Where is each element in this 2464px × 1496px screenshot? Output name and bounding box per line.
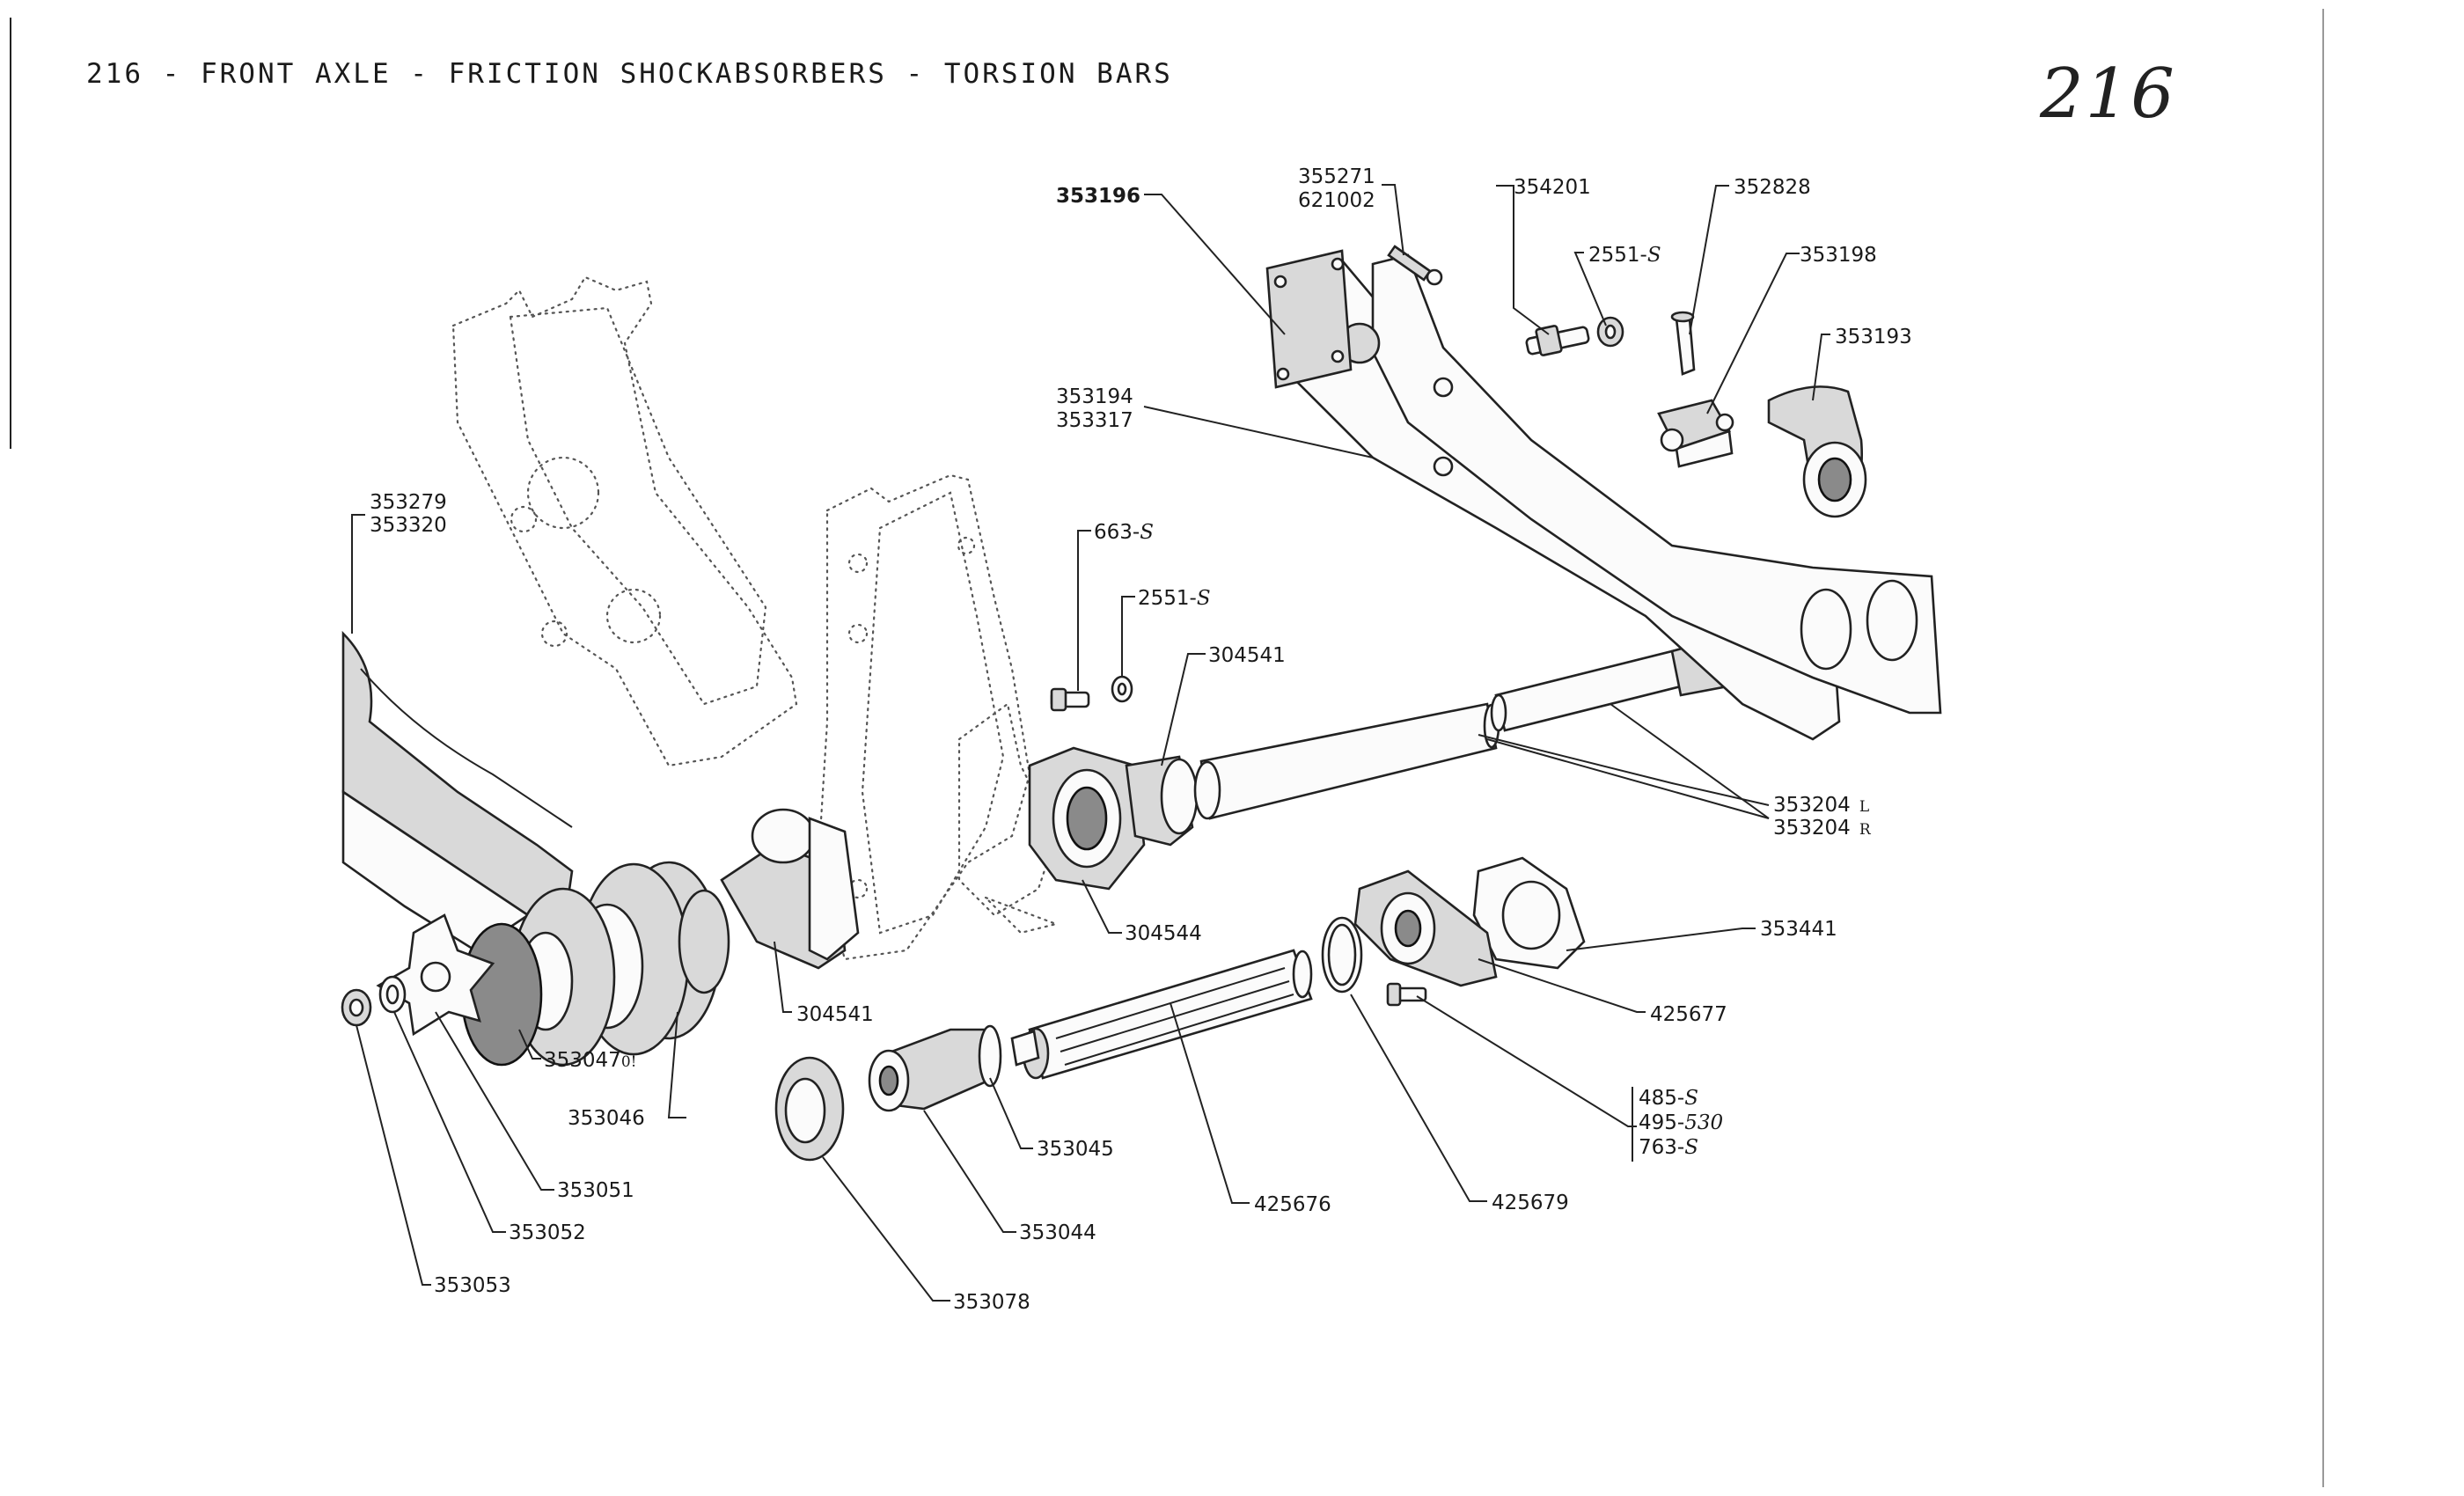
label-352828: 352828	[1734, 176, 1811, 199]
washer-2551s-middle	[1111, 675, 1133, 703]
part-number-labels: 353196 355271 621002 354201 352828 2551-…	[370, 165, 1912, 1314]
label-353279: 353279	[370, 491, 447, 514]
label-353198: 353198	[1800, 244, 1877, 267]
stud-354201	[1525, 325, 1590, 356]
label-353046: 353046	[568, 1107, 645, 1130]
torsion-bar-353204-lower	[1193, 702, 1500, 820]
friction-shockabsorber-assembly	[460, 861, 722, 1067]
label-304541-left: 304541	[796, 1003, 874, 1026]
label-354201: 354201	[1514, 176, 1591, 199]
screw-663s	[1050, 687, 1090, 712]
sheet-title: 216 - FRONT AXLE - FRICTION SHOCKABSORBE…	[86, 58, 1173, 90]
splined-ring-353078	[774, 1056, 845, 1162]
bolt-485s	[1386, 982, 1427, 1007]
friction-plate-353046	[678, 889, 730, 994]
label-353045: 353045	[1037, 1138, 1114, 1161]
crossmember-353194	[1283, 253, 1942, 741]
label-2551s-top: 2551-S	[1588, 244, 1661, 267]
block-353198	[1657, 399, 1734, 468]
label-425677: 425677	[1650, 1003, 1727, 1026]
label-353044: 353044	[1019, 1221, 1096, 1244]
lever-425677	[1353, 869, 1498, 987]
washer-353052	[378, 975, 407, 1014]
label-304541-right: 304541	[1208, 644, 1286, 667]
callout-leaders	[351, 184, 1830, 1302]
label-663s: 663-S	[1094, 521, 1154, 544]
label-353196: 353196	[1056, 185, 1140, 208]
label-621002: 621002	[1298, 189, 1375, 212]
label-425679: 425679	[1492, 1192, 1569, 1214]
splined-hub-353044	[868, 1028, 996, 1112]
label-353078: 353078	[953, 1291, 1030, 1314]
sleeve-353045	[978, 1024, 1002, 1088]
label-355271: 355271	[1298, 165, 1375, 188]
label-495-530: 495-530	[1639, 1111, 1723, 1134]
label-425676: 425676	[1254, 1193, 1331, 1216]
handwritten-page-number: 216	[2040, 55, 2176, 134]
label-304544: 304544	[1125, 922, 1202, 945]
label-353052: 353052	[509, 1221, 586, 1244]
label-353194: 353194	[1056, 385, 1133, 408]
label-353317: 353317	[1056, 409, 1133, 432]
label-763s: 763-S	[1639, 1136, 1698, 1159]
nut-353053	[341, 988, 372, 1027]
bearing-bracket-304541-left	[720, 808, 860, 970]
circlip-425679	[1321, 916, 1363, 994]
nut-2551s-top	[1596, 316, 1624, 348]
label-353193: 353193	[1835, 326, 1912, 348]
lever-353193	[1767, 385, 1867, 518]
label-353051: 353051	[557, 1179, 634, 1202]
bearing-bracket-304541-right	[1125, 755, 1199, 847]
label-353320: 353320	[370, 514, 447, 537]
label-353053: 353053	[434, 1274, 511, 1297]
mounting-plate-353196	[1265, 249, 1353, 389]
bearing-flange-304544	[1028, 746, 1146, 891]
splined-shaft-425676	[1010, 949, 1313, 1080]
label-485s: 485-S	[1639, 1087, 1698, 1110]
label-353441: 353441	[1760, 918, 1837, 941]
label-2551s-middle: 2551-S	[1138, 587, 1211, 610]
screw-352828	[1670, 311, 1696, 376]
screw-355271	[1387, 245, 1443, 286]
lever-clamp-353441	[1472, 856, 1586, 970]
label-353047: 3530470!	[544, 1049, 636, 1072]
